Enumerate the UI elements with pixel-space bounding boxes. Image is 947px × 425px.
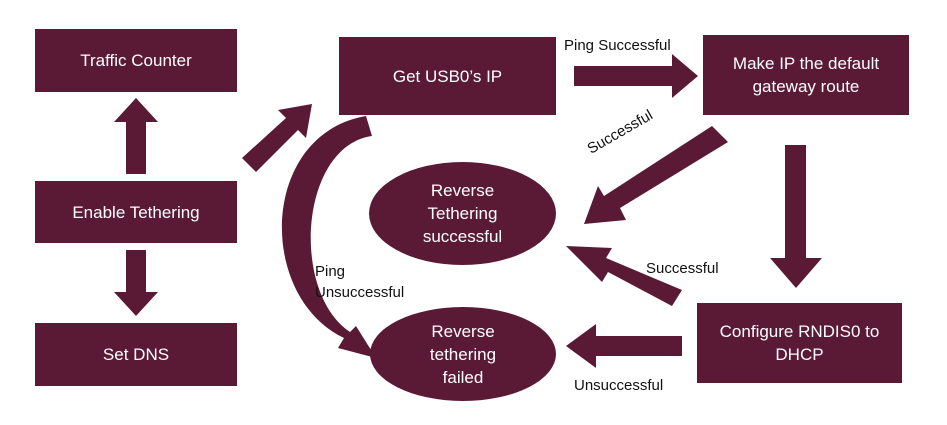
ping-successful-label: Ping Successful: [564, 37, 671, 54]
ping-unsuccessful-label-line1: Ping: [315, 263, 346, 280]
arrow-up-to-traffic-counter: [114, 98, 158, 174]
make-ip-default-node: Make IP the default gateway route: [703, 35, 909, 115]
arrow-right-to-make-ip: [574, 54, 698, 98]
reverse-failed-node: Reverse tethering failed: [370, 307, 556, 401]
traffic-counter-node: Traffic Counter: [35, 29, 237, 92]
set-dns-node: Set DNS: [35, 323, 237, 386]
arrow-down-to-configure-rndis0: [770, 145, 822, 288]
arrow-up-to-reverse-success: [566, 246, 682, 306]
arrow-down-to-set-dns: [114, 250, 158, 316]
unsuccessful-label: Unsuccessful: [574, 377, 664, 394]
ping-unsuccessful-label-line2: Unsuccessful: [315, 284, 405, 301]
arrow-curve-to-reverse-failed: [281, 116, 376, 358]
arrow-diag-to-get-usb0-ip: [242, 104, 312, 172]
reverse-success-node: Reverse Tethering successful: [369, 162, 556, 265]
arrow-left-to-reverse-failed: [566, 324, 682, 368]
get-usb0-ip-node: Get USB0’s IP: [339, 37, 556, 115]
configure-rndis0-node: Configure RNDIS0 to DHCP: [697, 303, 902, 383]
enable-tethering-node: Enable Tethering: [35, 181, 237, 243]
successful-lower-label: Successful: [646, 260, 719, 277]
arrow-diag-to-reverse-success: [584, 126, 728, 224]
